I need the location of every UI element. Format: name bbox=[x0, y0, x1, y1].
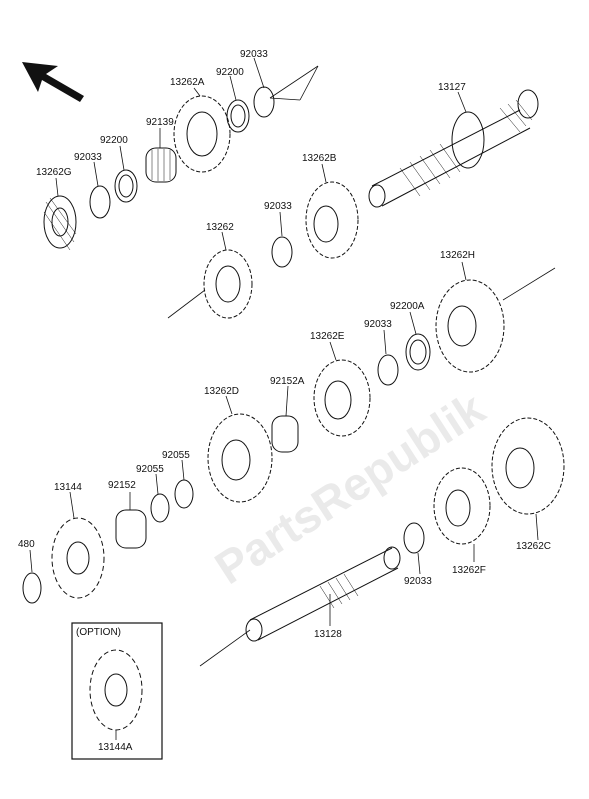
part-labels: 92033 13262A 92200 92139 92200 92033 132… bbox=[18, 49, 551, 753]
gear-13262E bbox=[313, 359, 371, 437]
option-box bbox=[71, 622, 163, 760]
needle-bearing-92139 bbox=[145, 147, 177, 183]
label-13262E: 13262E bbox=[310, 331, 345, 342]
guide-lines bbox=[167, 65, 556, 667]
label-92033-c: 92033 bbox=[264, 201, 292, 212]
circlip-92033-e bbox=[403, 522, 425, 554]
circlip-92033-b bbox=[89, 185, 111, 219]
label-92033-d: 92033 bbox=[364, 319, 392, 330]
gear-13262H bbox=[435, 279, 505, 373]
bearing-92200-b bbox=[114, 169, 138, 203]
bearing-92200-a bbox=[226, 99, 250, 133]
sprocket-13144 bbox=[51, 517, 105, 599]
label-92139: 92139 bbox=[146, 117, 174, 128]
label-13262H: 13262H bbox=[440, 250, 475, 261]
label-92152: 92152 bbox=[108, 480, 136, 491]
label-92200-a: 92200 bbox=[216, 67, 244, 78]
label-92200A: 92200A bbox=[390, 301, 425, 312]
leader-lines bbox=[29, 57, 539, 740]
gear-13262A bbox=[173, 95, 231, 173]
watermark: PartsRepublik bbox=[206, 382, 494, 594]
circlip-480 bbox=[22, 572, 42, 604]
label-92200-b: 92200 bbox=[100, 135, 128, 146]
sprocket-13144A bbox=[89, 649, 143, 731]
label-13144A: 13144A bbox=[98, 742, 133, 753]
gear-13262D bbox=[207, 413, 273, 503]
label-13144: 13144 bbox=[54, 482, 82, 493]
label-92055-a: 92055 bbox=[162, 450, 190, 461]
gear-13262C bbox=[491, 417, 565, 515]
label-13128: 13128 bbox=[314, 629, 342, 640]
label-13262F: 13262F bbox=[452, 565, 486, 576]
label-480: 480 bbox=[18, 539, 35, 550]
label-13127: 13127 bbox=[438, 82, 466, 93]
label-92033-b: 92033 bbox=[74, 152, 102, 163]
option-label: (OPTION) bbox=[76, 627, 121, 638]
label-13262B: 13262B bbox=[302, 153, 337, 164]
shaft-13128 bbox=[245, 546, 401, 642]
washer-92055-a bbox=[150, 493, 170, 523]
label-92033-a: 92033 bbox=[240, 49, 268, 60]
shaft-13127 bbox=[368, 89, 539, 208]
gear-13262G bbox=[43, 195, 77, 251]
circlip-92033-a bbox=[253, 86, 275, 118]
gear-13262B bbox=[305, 181, 359, 259]
gear-13262F bbox=[433, 467, 491, 545]
label-13262: 13262 bbox=[206, 222, 234, 233]
gear-13262 bbox=[203, 249, 253, 319]
washer-92055-b bbox=[174, 479, 194, 509]
bearing-92200A bbox=[405, 333, 431, 371]
direction-arrow-icon bbox=[22, 62, 84, 102]
bush-92152 bbox=[115, 509, 147, 549]
label-13262G: 13262G bbox=[36, 167, 72, 178]
label-92055-b: 92055 bbox=[136, 464, 164, 475]
bush-92152A bbox=[271, 415, 299, 453]
label-92152A: 92152A bbox=[270, 376, 305, 387]
label-13262A: 13262A bbox=[170, 77, 205, 88]
label-13262D: 13262D bbox=[204, 386, 239, 397]
label-13262C: 13262C bbox=[516, 541, 551, 552]
circlip-92033-d bbox=[377, 354, 399, 386]
label-92033-e: 92033 bbox=[404, 576, 432, 587]
circlip-92033-c bbox=[271, 236, 293, 268]
